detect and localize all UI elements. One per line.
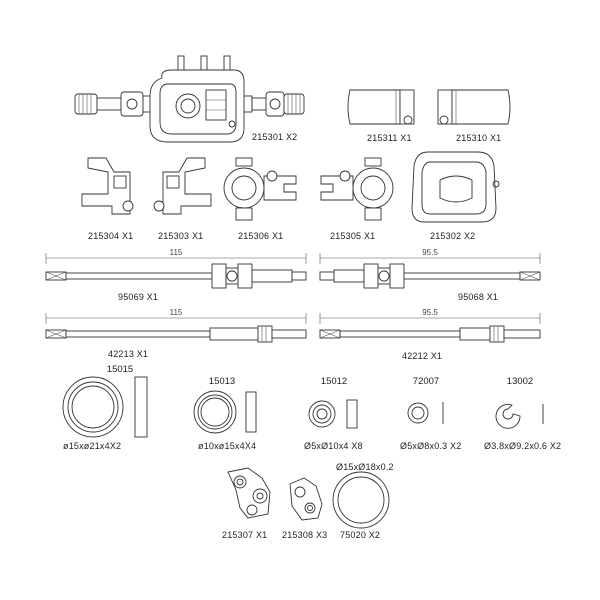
label-215306: 215306 X1 bbox=[238, 231, 284, 241]
header-15012: 15012 bbox=[320, 376, 348, 387]
label-42212: 42212 X1 bbox=[402, 351, 443, 361]
header-15015: 15015 bbox=[106, 364, 134, 375]
label-215303: 215303 X1 bbox=[158, 231, 204, 241]
dim-95-5-axle: 95.5 bbox=[422, 308, 438, 317]
knuckle-right-drawing bbox=[320, 157, 394, 221]
label-215302: 215302 X2 bbox=[430, 231, 476, 241]
axle-shaft-long-drawing bbox=[45, 313, 307, 343]
driveshaft-long-drawing bbox=[45, 253, 307, 289]
label-13002: Ø3.8xØ9.2x0.6 X2 bbox=[484, 441, 562, 451]
axle-tube-short-drawing bbox=[437, 89, 511, 125]
oring-75020-drawing bbox=[332, 471, 390, 529]
header-13002: 13002 bbox=[506, 376, 534, 387]
diff-cover-drawing bbox=[411, 151, 500, 223]
label-15015: ø15xø21x4X2 bbox=[63, 441, 122, 451]
label-215311: 215311 X1 bbox=[367, 133, 412, 143]
eclip-13002-drawing bbox=[495, 403, 544, 429]
axle-tube-long-drawing bbox=[347, 89, 415, 125]
label-42213: 42213 X1 bbox=[108, 349, 149, 359]
dim-95-5-driveshaft: 95.5 bbox=[422, 248, 438, 257]
label-215301: 215301 X2 bbox=[252, 132, 298, 142]
header-72007: 72007 bbox=[412, 376, 440, 387]
axle-housing-drawing bbox=[74, 55, 305, 143]
label-215305: 215305 X1 bbox=[330, 231, 376, 241]
dim-115-axle: 115 bbox=[169, 308, 183, 317]
bearing-15015-drawing bbox=[62, 376, 148, 438]
link-mount-b-drawing bbox=[289, 477, 323, 521]
spec-75020: Ø15xØ18x0.2 bbox=[336, 462, 394, 472]
label-15012: Ø5xØ10x4 X8 bbox=[304, 441, 363, 451]
label-215307: 215307 X1 bbox=[222, 530, 268, 540]
link-mount-drawing bbox=[227, 467, 271, 519]
shim-72007-drawing bbox=[407, 402, 444, 424]
bearing-15013-drawing bbox=[193, 390, 257, 434]
label-72007: Ø5xØ8x0.3 X2 bbox=[400, 441, 462, 451]
label-95069: 95069 X1 bbox=[118, 292, 159, 302]
label-215304: 215304 X1 bbox=[88, 231, 134, 241]
label-95068: 95068 X1 bbox=[458, 292, 499, 302]
dim-115-driveshaft: 115 bbox=[169, 248, 183, 257]
c-hub-left-drawing bbox=[81, 157, 134, 215]
header-15013: 15013 bbox=[208, 376, 236, 387]
c-hub-right-drawing bbox=[153, 157, 212, 215]
label-75020: 75020 X2 bbox=[340, 530, 381, 540]
knuckle-left-drawing bbox=[223, 157, 297, 221]
axle-shaft-short-drawing bbox=[319, 313, 541, 343]
bearing-15012-drawing bbox=[308, 399, 358, 429]
label-215308: 215308 X3 bbox=[282, 530, 328, 540]
driveshaft-short-drawing bbox=[319, 253, 541, 289]
label-215310: 215310 X1 bbox=[456, 133, 502, 143]
label-15013: ø10xø15x4X4 bbox=[198, 441, 257, 451]
